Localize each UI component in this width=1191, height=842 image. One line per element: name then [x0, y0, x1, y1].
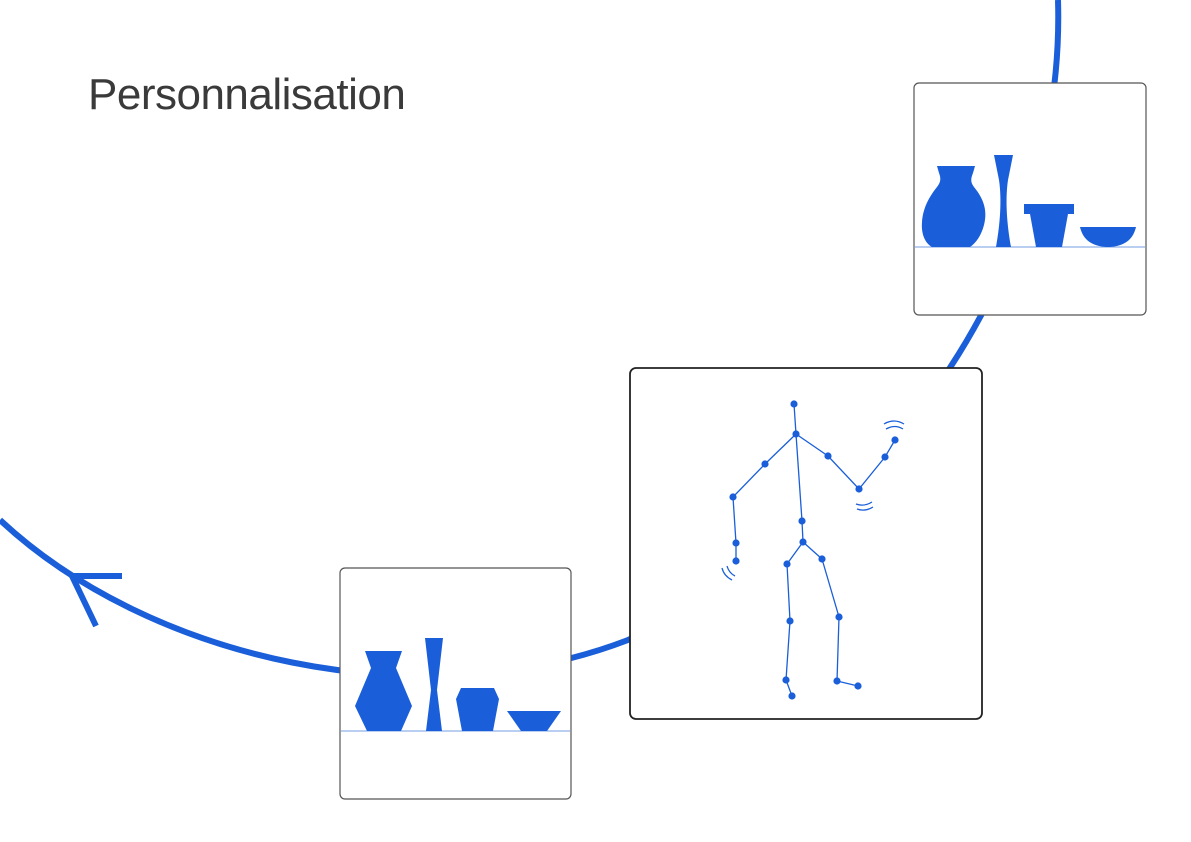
- joint-left-wrist: [732, 539, 740, 547]
- joint-spine: [798, 517, 806, 525]
- panel-frame: [339, 567, 572, 800]
- tall-vase-icon: [994, 155, 1013, 247]
- faceted-vase-icon: [355, 651, 412, 731]
- skeleton-right-leg: [821, 558, 859, 687]
- joint-left-ankle: [782, 676, 790, 684]
- tall-vase-icon: [425, 638, 443, 731]
- panel-vessels-bottom: [339, 567, 572, 800]
- joint-right-knee: [835, 613, 843, 621]
- panel-frame: [913, 82, 1147, 316]
- joint-pelvis: [799, 538, 807, 546]
- joint-left-foot: [788, 692, 796, 700]
- joint-head: [790, 400, 798, 408]
- joint-right-shoulder: [824, 452, 832, 460]
- skeleton-joints: [729, 400, 899, 700]
- joint-right-foot: [854, 682, 862, 690]
- joint-left-hand: [732, 557, 740, 565]
- skeleton-spine: [793, 403, 804, 543]
- motion-mark-hand-top: [883, 420, 905, 430]
- panel-skeleton: [629, 367, 983, 720]
- faceted-pot-icon: [456, 688, 499, 731]
- bowl-icon: [1080, 227, 1136, 247]
- motion-mark-elbow: [855, 501, 874, 511]
- cycle-arrowhead: [67, 573, 122, 628]
- skeleton-left-leg: [785, 563, 793, 697]
- joint-left-knee: [786, 617, 794, 625]
- panel-vessels-top: [913, 82, 1147, 316]
- joint-right-elbow: [855, 485, 863, 493]
- round-vase-icon: [921, 166, 986, 247]
- joint-right-hip: [818, 555, 826, 563]
- joint-neck: [792, 430, 800, 438]
- joint-left-elbow: [729, 493, 737, 501]
- joint-right-ankle: [833, 677, 841, 685]
- joint-left-shoulder: [761, 460, 769, 468]
- motion-mark-hand-left: [721, 565, 736, 581]
- joint-right-wrist: [881, 453, 889, 461]
- joint-left-hip: [783, 560, 791, 568]
- bowl-icon: [507, 711, 561, 731]
- joint-right-hand: [891, 436, 899, 444]
- flower-pot-icon: [1024, 204, 1074, 247]
- diagram-title: Personnalisation: [88, 70, 406, 119]
